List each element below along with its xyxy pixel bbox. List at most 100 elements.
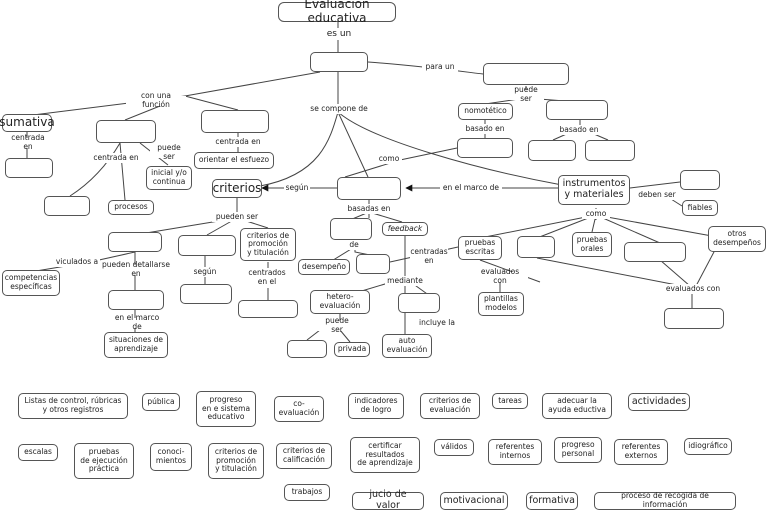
concept-blank-6 (5, 158, 53, 178)
link-viculados-a: viculados a (54, 256, 100, 267)
concept-inicial-continua: inicial y/o continua (146, 166, 192, 190)
concept-blank-1 (310, 52, 368, 72)
bank-listas[interactable]: Listas de control, rúbricas y otros regi… (18, 393, 128, 419)
bank-progreso-personal[interactable]: progreso personal (554, 437, 602, 463)
concept-criterios-promocion-1: criterios de promoción y titulación (240, 228, 296, 261)
concept-otros-desempenos: otros desempeños (708, 226, 766, 252)
link-para-un: para un (422, 62, 458, 72)
concept-plantillas-modelos: plantillas modelos (478, 292, 524, 316)
concept-blank-15 (178, 235, 236, 256)
concept-blank-22 (238, 300, 298, 318)
bank-referentes-externos[interactable]: referentes externos (614, 439, 668, 465)
concept-desempeno: desempeño (298, 259, 350, 275)
link-de: de (347, 240, 361, 250)
link-segun-2: según (192, 266, 218, 277)
concept-blank-7 (457, 138, 513, 158)
link-incluye-la: incluye la (416, 318, 458, 328)
concept-instrumentos: instrumentos y materiales (558, 175, 630, 205)
concept-autoevaluacion: auto evaluación (382, 334, 432, 358)
concept-blank-24 (287, 340, 327, 358)
concept-nomotetico: nomotético (458, 103, 513, 120)
concept-heteroevaluacion: hetero- evaluación (310, 290, 370, 314)
link-es-un: es un (322, 28, 356, 40)
concept-privada: privada (334, 342, 370, 357)
link-pueden-detallarse-en: pueden detallarse en (96, 261, 176, 278)
concept-fiables: fiables (682, 200, 718, 216)
bank-motivacional[interactable]: motivacional (440, 492, 508, 510)
concept-blank-2 (483, 63, 569, 85)
bank-progreso-sistema[interactable]: progreso en e sistema educativo (196, 391, 256, 427)
bank-validos[interactable]: válidos (434, 439, 474, 456)
bank-criterios-calificacion[interactable]: criterios de calificación (276, 443, 332, 469)
concept-orientar-esfuerzo: orientar el esfuezo (194, 152, 274, 169)
concept-blank-16 (517, 236, 555, 258)
bank-tareas[interactable]: tareas (492, 393, 528, 409)
link-centrada-en-1: centrada en (5, 134, 51, 151)
concept-blank-4 (201, 110, 269, 133)
concept-blank-8 (528, 140, 576, 161)
concept-competencias: competencias específicas (2, 270, 60, 296)
concept-situaciones-aprendizaje: situaciones de aprendizaje (104, 332, 168, 358)
concept-sumativa: sumativa (0, 114, 55, 132)
concept-blank-12 (44, 196, 90, 216)
concept-blank-5 (546, 100, 608, 120)
link-puede-ser-2: puede ser (150, 144, 188, 161)
bank-conocimientos[interactable]: conoci- mientos (150, 443, 192, 471)
link-basadas-en: basadas en (346, 203, 392, 214)
link-puede-ser-top: puede ser (508, 86, 544, 103)
bank-certificar[interactable]: certificar resultados de aprendizaje (350, 437, 420, 473)
concept-feedback: feedback (382, 222, 428, 236)
concept-blank-21 (398, 293, 440, 313)
bank-publica[interactable]: pública (142, 393, 180, 411)
bank-criterios-evaluacion[interactable]: criterios de evaluación (420, 393, 480, 419)
concept-blank-23 (664, 308, 724, 329)
concept-blank-14 (108, 232, 162, 252)
link-evaluados-con-2: evaluados con (664, 283, 722, 294)
link-evaluados-con-1: evaluados con (472, 268, 528, 285)
link-como-1: como (376, 154, 402, 164)
concept-blank-9 (585, 140, 635, 161)
concept-blank-10 (337, 177, 401, 200)
concept-evaluacion-educativa: Evaluación educativa (278, 0, 396, 25)
bank-coevaluacion[interactable]: co- evaluación (274, 396, 324, 422)
link-centrados-en-el: centrados en el (246, 268, 288, 288)
concept-blank-18 (356, 254, 390, 274)
concept-procesos: procesos (108, 200, 154, 215)
bank-escalas[interactable]: escalas (18, 444, 58, 461)
link-basado-en-1: basado en (462, 124, 508, 134)
link-segun-1: según (284, 182, 310, 193)
bank-actividades[interactable]: actividades (628, 393, 690, 411)
link-centrada-en-2: centrada en (92, 152, 140, 163)
link-puede-ser-3: puede ser (318, 317, 356, 334)
link-centradas-en: centradas en (410, 247, 448, 267)
concept-criterios: criterios (212, 179, 262, 198)
bank-idiografico[interactable]: idiográfico (684, 438, 732, 455)
bank-criterios-promocion[interactable]: criterios de promoción y titulación (208, 443, 264, 479)
link-basado-en-2: basado en (556, 125, 602, 135)
concept-blank-17 (624, 242, 686, 262)
link-mediante: mediante (385, 276, 425, 286)
bank-juicio[interactable]: jucio de valor (352, 489, 424, 511)
bank-trabajos[interactable]: trabajos (284, 484, 330, 501)
bank-proceso-recogida[interactable]: proceso de recogida de información (594, 492, 736, 510)
concept-blank-13 (330, 218, 372, 240)
bank-adecuar[interactable]: adecuar la ayuda eductiva (542, 393, 612, 419)
concept-blank-20 (108, 290, 164, 310)
link-en-el-marco-de-2: en el marco de (108, 314, 166, 331)
link-con-una-funcion: con una función (126, 92, 186, 109)
concept-blank-19 (180, 284, 232, 304)
concept-pruebas-escritas: pruebas escritas (458, 236, 502, 260)
link-en-el-marco-de-1: en el marco de (440, 183, 502, 193)
bank-referentes-internos[interactable]: referentes internos (488, 439, 542, 465)
concept-pruebas-orales: pruebas orales (572, 232, 612, 257)
link-pueden-ser: pueden ser (212, 212, 262, 222)
link-deben-ser: deben ser (636, 190, 678, 200)
concept-blank-11 (680, 170, 720, 190)
link-como-2: como (582, 209, 610, 219)
link-centrada-en-3: centrada en (212, 137, 264, 147)
bank-pruebas-ejecucion[interactable]: pruebas de ejecución práctica (74, 443, 134, 479)
bank-formativa[interactable]: formativa (526, 492, 578, 510)
bank-indicadores[interactable]: indicadores de logro (348, 393, 404, 419)
concept-blank-3 (96, 120, 156, 143)
